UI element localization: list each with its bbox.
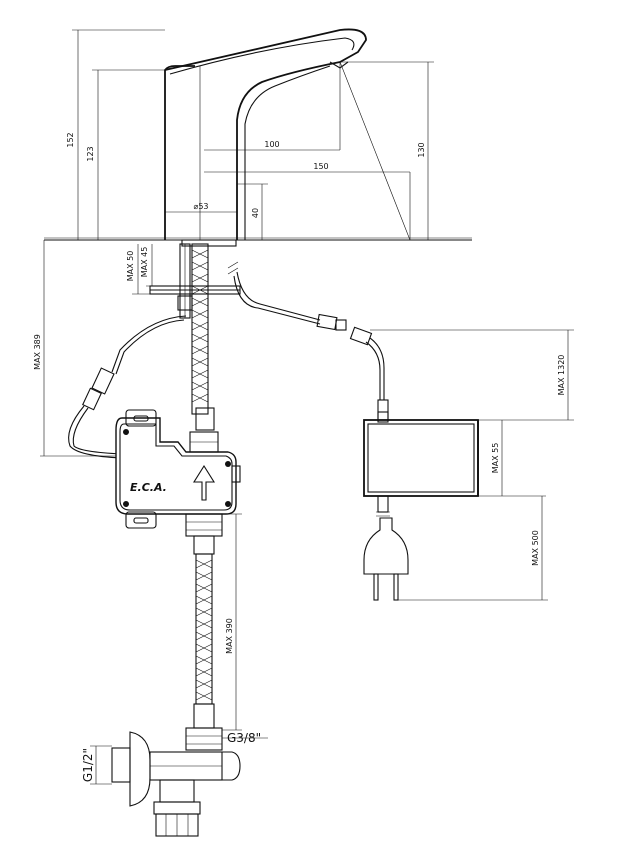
dim-100: 100 [264, 140, 279, 149]
dim-150: 150 [313, 162, 328, 171]
brand-logo: E.C.A. [130, 481, 167, 494]
dim-max-500: MAX 500 [531, 530, 540, 566]
dim-diameter-53: ⌀53 [194, 202, 209, 211]
dim-max-1320: MAX 1320 [557, 355, 566, 396]
dimension-adapter: MAX 1320 MAX 55 MAX 500 [370, 329, 574, 601]
dim-max-390: MAX 390 [225, 618, 234, 654]
dimension-max50-max45: MAX 50 MAX 45 [126, 244, 180, 295]
supply-hose-upper [149, 243, 241, 431]
dim-max-389: MAX 389 [33, 334, 42, 370]
dim-40: 40 [251, 208, 260, 218]
dimension-max390: MAX 390 [222, 513, 242, 731]
faucet-body [164, 28, 367, 247]
flow-arrow-icon [193, 464, 215, 501]
dim-130: 130 [417, 142, 426, 157]
dim-max-45: MAX 45 [140, 247, 149, 278]
sensor-cables [68, 261, 389, 459]
dim-152: 152 [66, 132, 75, 147]
thread-g12-label: G1/2" [81, 748, 95, 782]
dim-max-50: MAX 50 [126, 251, 135, 282]
dimension-lines-top: 152 123 130 100 150 ⌀53 40 [66, 29, 434, 241]
angle-valve: G3/8" [111, 731, 268, 837]
dim-max-55: MAX 55 [491, 443, 500, 474]
control-box: E.C.A. [115, 409, 241, 537]
dimension-max389: MAX 389 [33, 240, 120, 457]
thread-g38-label: G3/8" [227, 731, 261, 745]
dimension-g12: G1/2" [81, 745, 112, 785]
supply-hose-lower [185, 535, 223, 751]
dim-123: 123 [86, 146, 95, 161]
countertop [44, 237, 472, 241]
power-adapter [363, 411, 479, 601]
